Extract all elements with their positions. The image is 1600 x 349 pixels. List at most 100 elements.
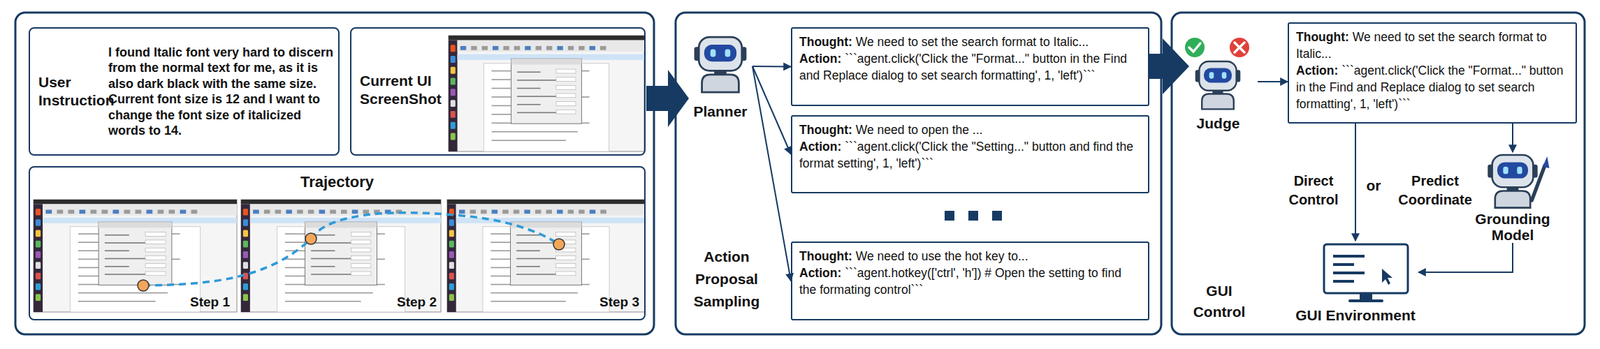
grounding-agent: Grounding Model <box>1474 152 1552 244</box>
screen-bg <box>448 35 645 152</box>
dock-icon <box>243 294 249 302</box>
toolbar-icon <box>578 209 585 214</box>
step-label: Step 3 <box>599 294 649 311</box>
dock-icon <box>35 294 41 302</box>
toolbar-icon <box>56 209 63 214</box>
judge-agent: Judge <box>1178 34 1258 133</box>
document-line <box>285 292 374 295</box>
toolbar-icon <box>275 209 282 214</box>
click-cursor <box>137 280 149 292</box>
toolbar-icon <box>470 46 477 51</box>
document-line <box>285 301 362 303</box>
screen-topbar <box>33 199 237 205</box>
dialog-line <box>516 258 560 260</box>
icon-caption: Judge <box>1161 115 1276 132</box>
dock-icon <box>449 241 455 249</box>
toolbar-icon <box>556 46 563 51</box>
text-line: Action:```agent.click('Click the "Format… <box>1296 62 1569 113</box>
robot-eye <box>1516 166 1522 175</box>
dock-icon <box>243 229 249 237</box>
dialog-field <box>350 256 372 261</box>
ellipsis-dot <box>968 211 979 221</box>
toolbar-icon <box>535 46 542 51</box>
dialog-field <box>556 109 576 114</box>
flow-connector <box>1257 81 1288 83</box>
control-panel <box>1171 12 1585 335</box>
toolbar-icon <box>546 46 552 51</box>
dock-icon <box>35 219 41 227</box>
toolbar-icon <box>524 209 530 214</box>
dock-icon <box>35 262 41 269</box>
reject-cross <box>1234 42 1245 53</box>
toolbar-icon <box>101 209 108 214</box>
trajectory-dashed-curve <box>143 213 559 286</box>
dock-icon <box>35 273 41 281</box>
robot-pen-tip <box>1542 156 1549 169</box>
dialog-field <box>350 232 372 237</box>
dialog-field <box>556 93 576 98</box>
toolbar-icon <box>513 209 520 214</box>
robot-body <box>1495 190 1531 208</box>
dialog-line <box>310 258 355 260</box>
dialog-line <box>517 88 541 90</box>
text-line: Action:```agent.click('Click the "Format… <box>799 50 1141 84</box>
dialog-line <box>517 95 561 98</box>
text-line: Thought:We need to set the search format… <box>1296 28 1569 63</box>
approve-icon <box>1184 37 1205 58</box>
screen-toolbar <box>456 204 645 216</box>
toolbar-icon <box>502 209 508 214</box>
monitor-stand <box>1359 293 1373 300</box>
stage-label: GUI Control <box>1180 280 1258 323</box>
screen-topbar <box>448 35 645 41</box>
dialog-line <box>104 266 130 268</box>
ellipsis-dot <box>992 211 1002 221</box>
toolbar-icon <box>157 209 165 214</box>
document-line <box>490 301 566 303</box>
toolbar-icon <box>556 209 563 214</box>
dock-icon <box>243 219 249 227</box>
dialog-field <box>556 271 576 276</box>
dialog-field <box>145 271 166 276</box>
robot-head <box>698 37 743 71</box>
toolbar-icon <box>578 46 585 51</box>
flow-connector <box>1418 243 1513 273</box>
dock-icon <box>450 78 456 86</box>
robot-body <box>1201 94 1234 110</box>
thought-action-text: Thought: <box>1296 30 1350 45</box>
toolbar-icon <box>296 209 304 214</box>
approve-check <box>1189 43 1201 52</box>
toolbar-icon <box>362 209 369 214</box>
flow-arrow <box>646 69 689 128</box>
dock-icon <box>449 219 455 227</box>
text-line: Action:```agent.hotkey(['ctrl', 'h']) # … <box>799 264 1141 299</box>
toolbar-icon <box>480 209 487 214</box>
toolbar-icon <box>600 46 606 51</box>
dialog-field <box>350 248 372 253</box>
click-cursor <box>305 233 317 245</box>
thought-action-text: Action: <box>799 51 842 66</box>
dialog-titlebar <box>98 222 172 228</box>
dialog-line <box>104 250 130 252</box>
dock-icon <box>450 132 456 140</box>
box-heading: Current UI ScreenShot <box>359 71 450 109</box>
dialog-field <box>350 240 372 245</box>
thought-action-text: ```agent.hotkey(['ctrl', 'h']) # Open th… <box>799 266 1122 297</box>
toolbar-icon <box>568 209 574 214</box>
action-proposal-box: Thought:We need to open the ...Action:``… <box>790 115 1150 194</box>
control-label: Predict Coordinate <box>1395 171 1475 210</box>
dialog-field <box>145 232 166 237</box>
dialog-line <box>517 71 541 73</box>
box-heading: Trajectory <box>30 167 645 192</box>
thought-action-text: We need to set the search format to Ital… <box>855 34 1089 49</box>
dialog-field <box>556 232 576 237</box>
screen-dock <box>33 204 43 313</box>
instruction-box: User InstructionI found Italic font very… <box>28 27 340 156</box>
toolbar-icon <box>264 209 271 214</box>
robot-eye <box>710 49 717 58</box>
dialog-line <box>310 242 355 244</box>
dialog-field <box>556 77 576 82</box>
dialog-field <box>145 256 166 261</box>
robot-visor <box>1203 68 1232 84</box>
toolbar-icon <box>482 46 488 51</box>
dock-icon <box>449 294 455 302</box>
